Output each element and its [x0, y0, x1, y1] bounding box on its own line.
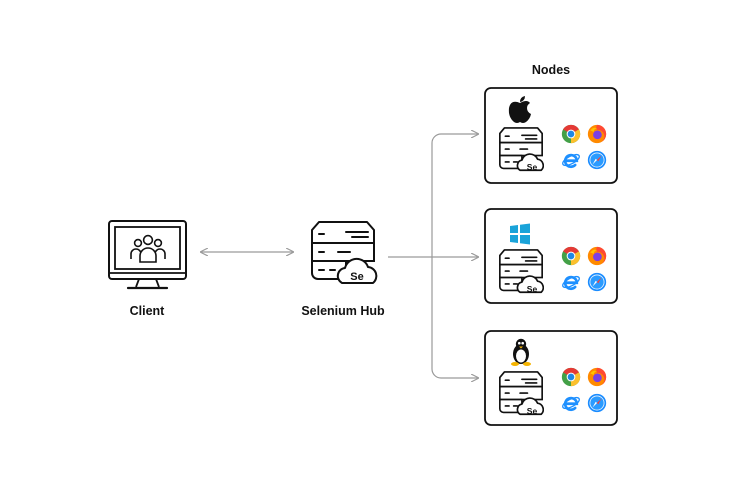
windows-icon	[510, 223, 530, 245]
chrome-icon	[561, 246, 581, 266]
client-label: Client	[129, 304, 165, 318]
firefox-icon	[587, 367, 607, 387]
firefox-icon	[587, 246, 607, 266]
nodes-bus-connector	[431, 133, 442, 379]
client-monitor-icon	[108, 220, 187, 290]
apple-icon	[508, 96, 531, 123]
node-se-badge: Se	[527, 406, 538, 416]
safari-icon	[587, 150, 607, 170]
node-se-badge: Se	[527, 162, 538, 172]
nodes-label: Nodes	[531, 63, 571, 77]
hub-se-badge: Se	[350, 271, 363, 283]
users-icon	[130, 234, 166, 263]
safari-icon	[587, 393, 607, 413]
chrome-icon	[561, 124, 581, 144]
linux-icon	[511, 338, 531, 366]
hub-server-icon	[311, 221, 378, 284]
hub-label: Selenium Hub	[301, 304, 385, 318]
safari-icon	[587, 272, 607, 292]
firefox-icon	[587, 124, 607, 144]
node-se-badge: Se	[527, 284, 538, 294]
chrome-icon	[561, 367, 581, 387]
